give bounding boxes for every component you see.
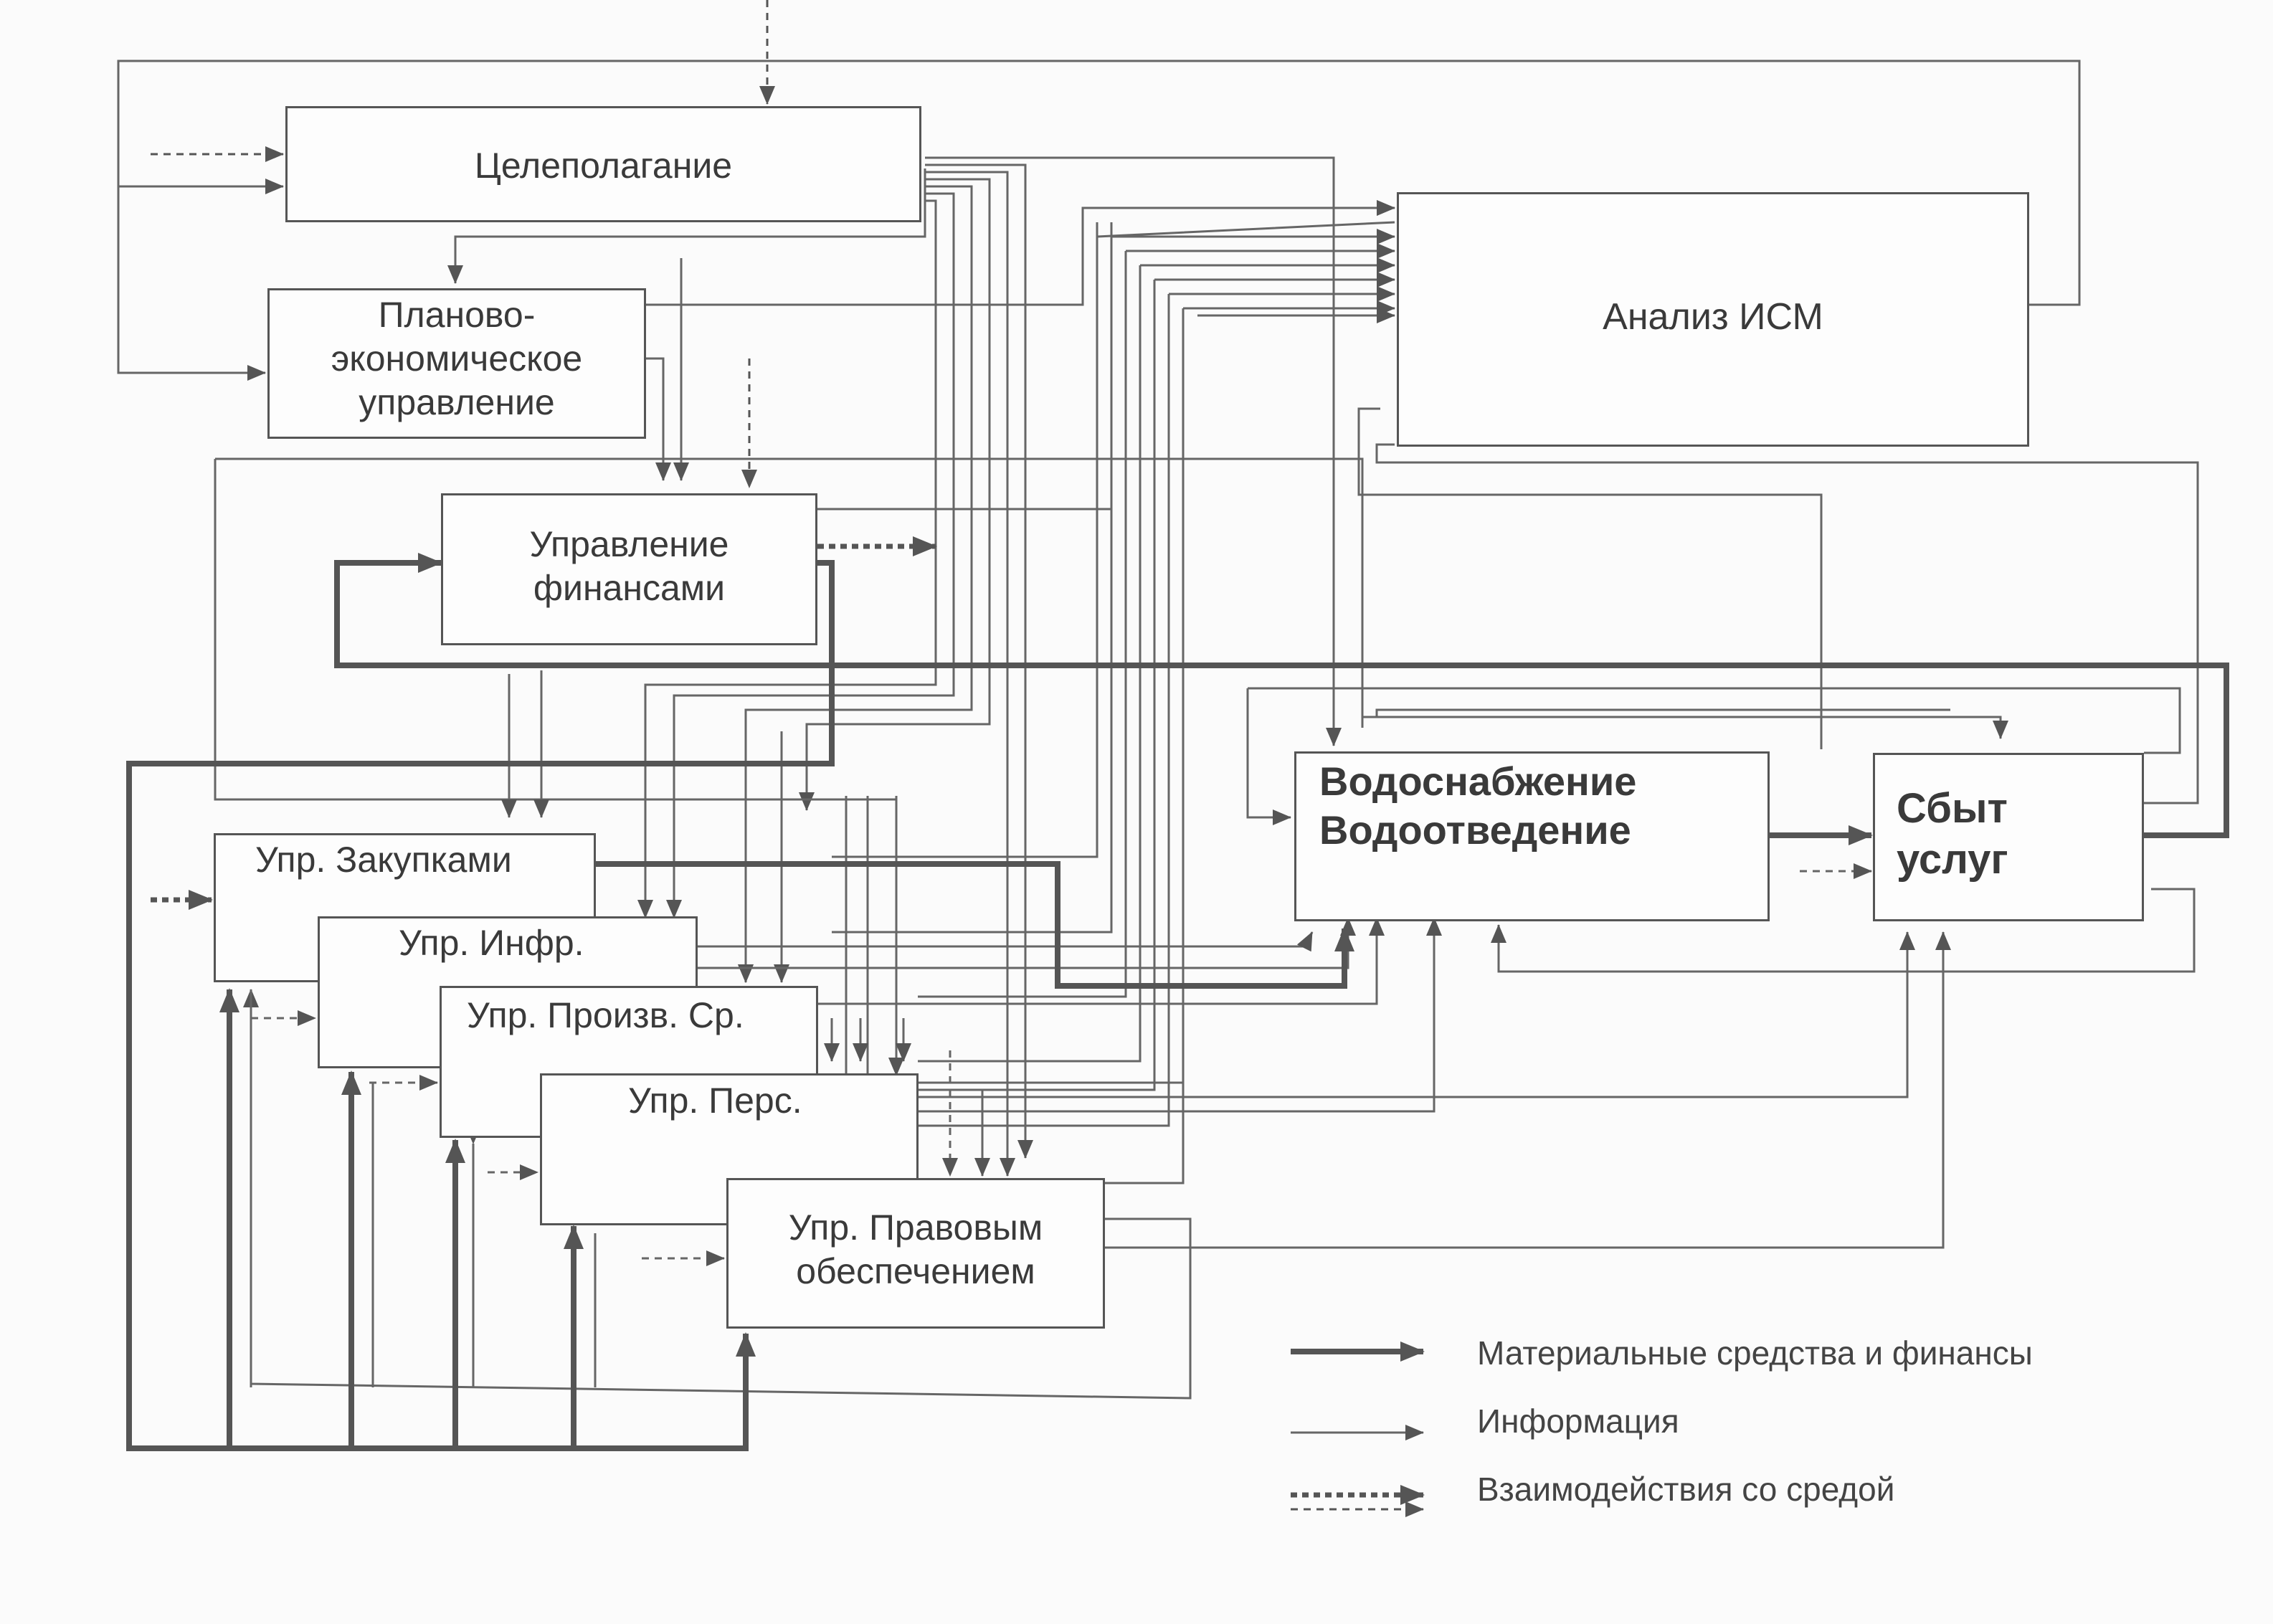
ism-analysis-label: Анализ ИСМ [1603, 296, 1823, 338]
procurement-label: Упр. Закупками [255, 840, 512, 880]
planning-label: Планово- экономическое управление [331, 295, 583, 422]
goal-setting-block: Целеполагание [285, 106, 921, 222]
legend-environment-label: Взаимодействия со средой [1477, 1471, 1895, 1508]
legend-information-label: Информация [1477, 1402, 1679, 1440]
environment-flows [151, 0, 1424, 1517]
finance-label: Управление финансами [529, 524, 729, 608]
ism-analysis-block: Анализ ИСМ [1397, 192, 2029, 447]
environment-dotted-flows [151, 536, 1425, 1505]
production-label: Упр. Произв. Ср. [467, 995, 744, 1035]
water-supply-label: Водоснабжение Водоотведение [1319, 759, 1637, 853]
legend-material-label: Материальные средства и финансы [1477, 1334, 2033, 1372]
finance-block: Управление финансами [441, 493, 817, 645]
legal-block: Упр. Правовым обеспечением [726, 1178, 1105, 1329]
information-flows [117, 60, 2199, 1440]
goal-setting-label: Целеполагание [474, 146, 733, 186]
legal-label: Упр. Правовым обеспечением [788, 1207, 1043, 1291]
material-flows [126, 553, 2229, 1451]
planning-block: Планово- экономическое управление [267, 288, 646, 439]
water-supply-block: Водоснабжение Водоотведение [1294, 751, 1770, 921]
sales-label: Сбыт услуг [1897, 785, 2008, 883]
infrastructure-label: Упр. Инфр. [399, 923, 584, 963]
sales-block: Сбыт услуг [1873, 753, 2144, 921]
personnel-label: Упр. Перс. [628, 1081, 802, 1121]
